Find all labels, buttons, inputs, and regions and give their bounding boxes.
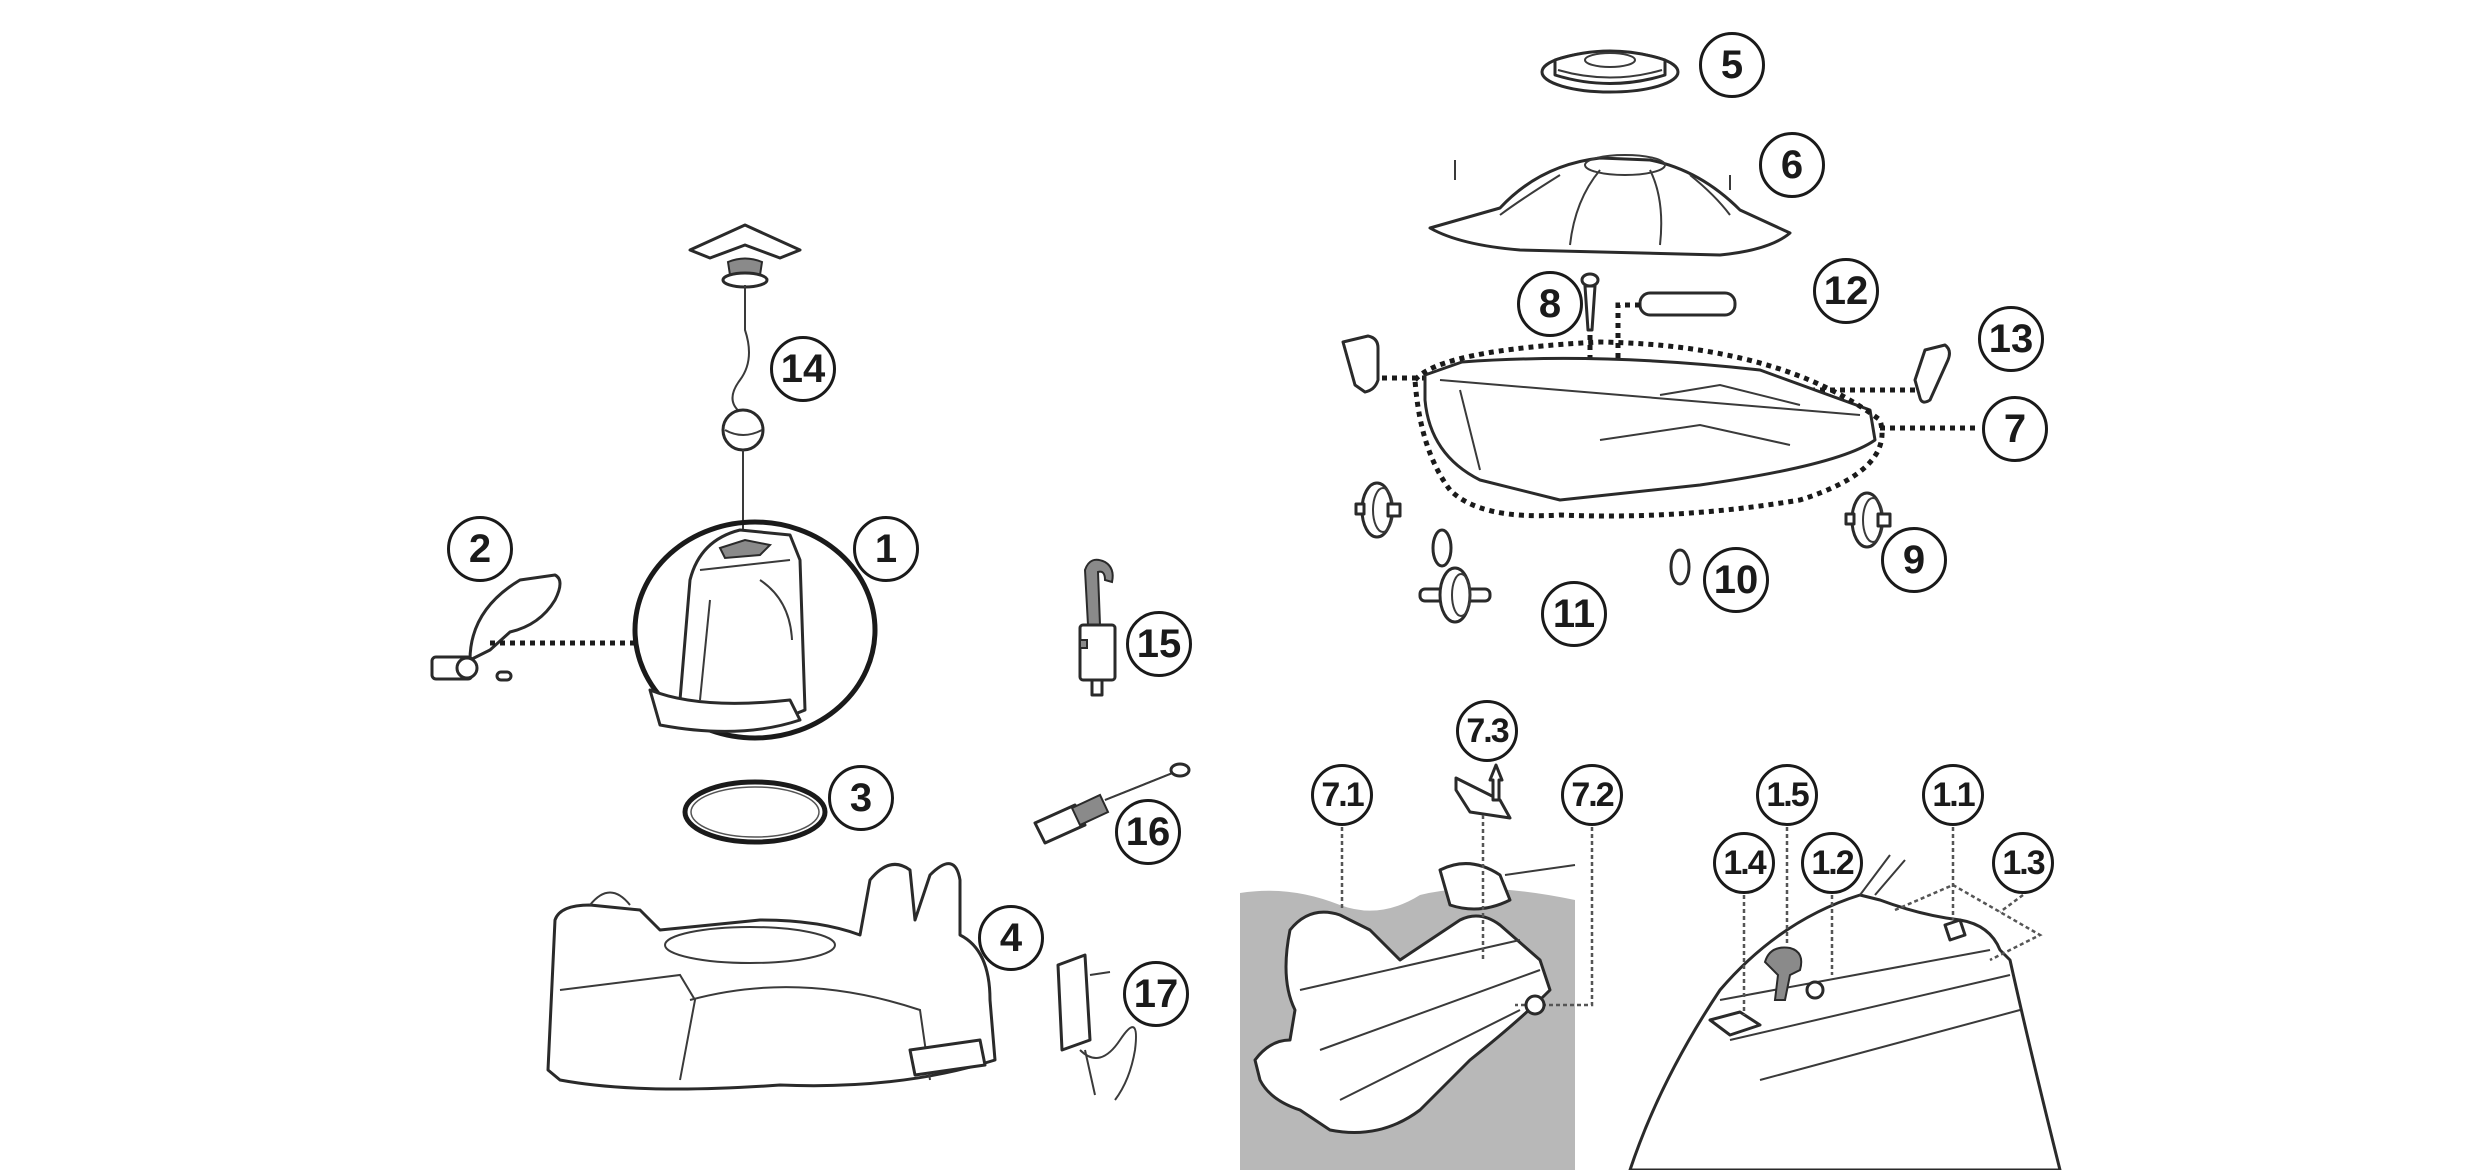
part-13-side-clip-left	[1341, 334, 1432, 394]
part-14-float-cable	[688, 223, 802, 530]
part-7-chassis	[1412, 339, 1975, 519]
callout-4: 4	[978, 905, 1044, 971]
part-15-hook	[1078, 558, 1117, 697]
callout-2: 2	[447, 516, 513, 582]
callout-7: 7	[1982, 396, 2048, 462]
callout-10: 10	[1703, 547, 1769, 613]
callout-1-1: 1.1	[1922, 764, 1984, 826]
part-11-axle-wheel	[1418, 566, 1492, 624]
part-17-power-supply	[1056, 953, 1137, 1101]
callout-12: 12	[1813, 258, 1879, 324]
callout-1-5: 1.5	[1756, 764, 1818, 826]
callout-8: 8	[1517, 271, 1583, 337]
callout-9: 9	[1881, 527, 1947, 593]
part-16-connector	[1033, 762, 1191, 845]
callout-1-3: 1.3	[1992, 832, 2054, 894]
part-9-wheel	[1844, 491, 1892, 549]
callout-5: 5	[1699, 32, 1765, 98]
callout-7-1: 7.1	[1311, 764, 1373, 826]
callout-7-3: 7.3	[1456, 700, 1518, 762]
callout-16: 16	[1115, 799, 1181, 865]
callout-11: 11	[1541, 581, 1607, 647]
callout-7-2: 7.2	[1561, 764, 1623, 826]
callout-1: 1	[853, 516, 919, 582]
part-1-motor-unit	[632, 519, 878, 741]
part-wheel-left	[1354, 481, 1402, 539]
part-2-flap	[430, 573, 640, 682]
part-10-cap	[1431, 528, 1691, 586]
callout-14: 14	[770, 336, 836, 402]
part-4-base-housing	[546, 862, 997, 1091]
detail-7-view	[1240, 763, 1594, 1170]
callout-1-2: 1.2	[1801, 832, 1863, 894]
part-5-cap	[1540, 49, 1680, 94]
detail-1-view	[1628, 827, 2062, 1170]
callout-15: 15	[1126, 611, 1192, 677]
callout-17: 17	[1123, 961, 1189, 1027]
part-12-bar	[1615, 291, 1737, 435]
callout-6: 6	[1759, 132, 1825, 198]
callout-1-4: 1.4	[1713, 832, 1775, 894]
callout-13: 13	[1978, 306, 2044, 372]
part-6-filter-cage	[1428, 154, 1792, 257]
part-3-seal-ring	[682, 779, 828, 845]
callout-3: 3	[828, 765, 894, 831]
